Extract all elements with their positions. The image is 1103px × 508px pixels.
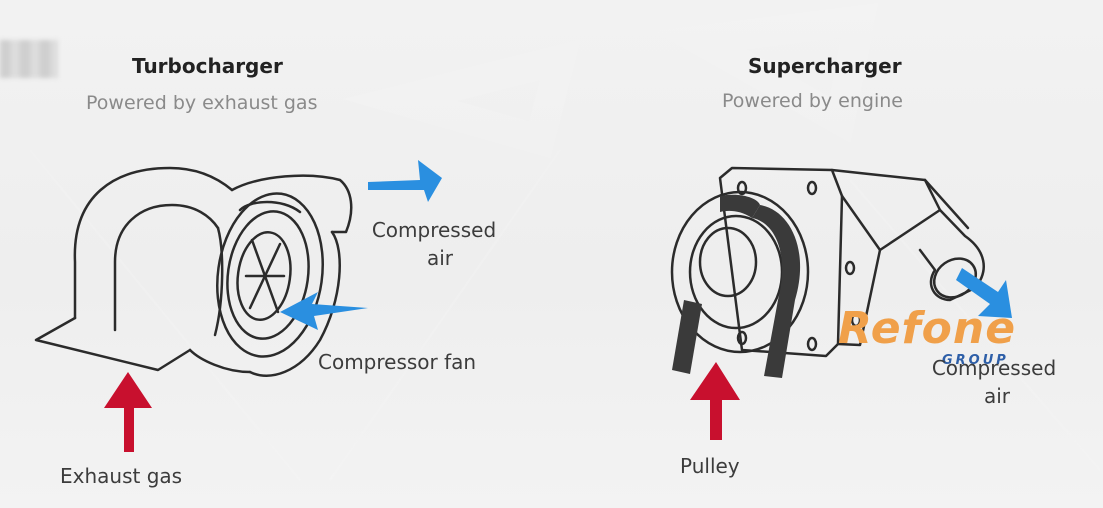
turbo-title: Turbocharger [132,54,283,78]
exhaust-gas-label: Exhaust gas [60,464,183,488]
turbo-housing [73,166,234,320]
super-title: Supercharger [748,54,902,78]
super-compressed-air-arrow [956,268,1012,318]
turbo-inlet-outer [216,192,324,358]
turbocharger-illustration [34,160,442,452]
blurred-corner-mark [0,40,58,78]
pulley-arrow [690,362,740,440]
turbo-compressed-air-line2: air [426,246,454,270]
compressor-fan-label: Compressor fan [318,350,477,374]
brand-watermark-sub: GROUP [942,353,1009,368]
turbo-compressed-air-line1: Compressed [371,218,497,242]
turbo-intake-arrow [280,292,368,330]
super-compressed-air-line1: Compressed [931,356,1057,380]
brand-watermark: Refone [838,303,1017,354]
pulley [670,190,810,354]
super-compressed-air-line2: air [983,384,1011,408]
pulley-label: Pulley [680,454,740,478]
turbo-subtitle: Powered by exhaust gas [86,92,318,114]
drive-belt [672,194,801,378]
exhaust-gas-arrow [104,372,152,452]
turbo-compressed-air-arrow [368,160,442,202]
turbo-compressed-air-label: Compressed air [362,216,506,272]
turbo-base-plate [34,316,192,372]
super-compressed-air-label: Compressed air [922,354,1066,410]
turbo-compressor-cover [230,174,353,234]
super-subtitle: Powered by engine [722,90,903,112]
